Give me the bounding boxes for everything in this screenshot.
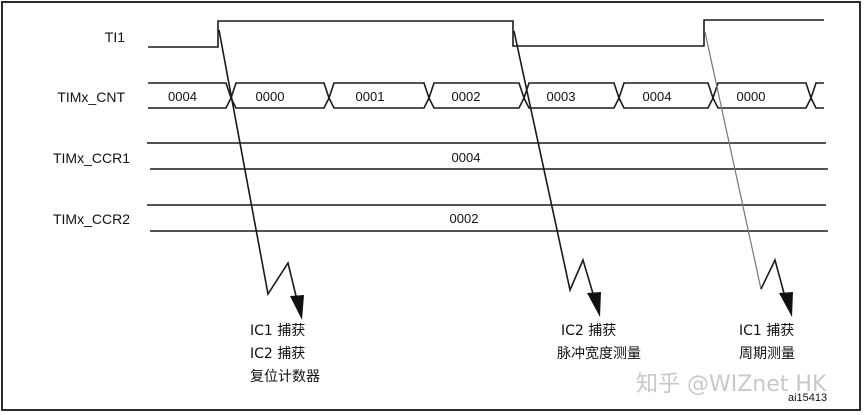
arrow-first-edge xyxy=(218,29,298,301)
annotation-line: 复位计数器 xyxy=(250,369,320,385)
cnt-value: 0004 xyxy=(168,89,197,104)
cnt-value: 0000 xyxy=(255,89,285,104)
ccr1-value: 0004 xyxy=(451,150,481,165)
cnt-bus xyxy=(148,82,824,109)
cnt-value: 0004 xyxy=(642,89,672,104)
signal-label-ccr1: TIMx_CCR1 xyxy=(52,150,130,166)
signal-label-ti1: TI1 xyxy=(104,29,125,45)
arrow-falling-edge xyxy=(513,30,595,298)
ccr2-value: 0002 xyxy=(449,211,479,226)
arrowhead-3 xyxy=(779,292,793,317)
annotation-falling-edge: IC2 捕获 脉冲宽度测量 xyxy=(557,320,641,366)
signal-label-ccr2: TIMx_CCR2 xyxy=(52,211,130,227)
cnt-value: 0001 xyxy=(355,89,385,104)
figure-id: ai15413 xyxy=(788,392,828,404)
arrowhead-2 xyxy=(587,292,601,317)
arrowhead-1 xyxy=(290,295,304,320)
watermark: 知乎 @WIZnet HK xyxy=(636,372,827,397)
annotation-line: 脉冲宽度测量 xyxy=(557,346,641,362)
annotation-line: 周期测量 xyxy=(739,346,795,362)
annotation-line: IC1 捕获 xyxy=(250,323,306,339)
cnt-value: 0002 xyxy=(451,89,481,104)
cnt-value: 0000 xyxy=(736,89,766,104)
annotation-first-edge: IC1 捕获 IC2 捕获 复位计数器 xyxy=(250,320,320,389)
arrow-second-edge xyxy=(704,31,762,290)
annotation-line: IC1 捕获 xyxy=(739,323,795,339)
annotation-line: IC2 捕获 xyxy=(561,323,617,339)
annotation-line: IC2 捕获 xyxy=(250,346,306,362)
ti1-waveform xyxy=(148,19,824,48)
signal-label-cnt: TIMx_CNT xyxy=(57,89,125,105)
cnt-value: 0003 xyxy=(546,89,576,104)
annotation-second-edge: IC1 捕获 周期测量 xyxy=(739,320,795,366)
